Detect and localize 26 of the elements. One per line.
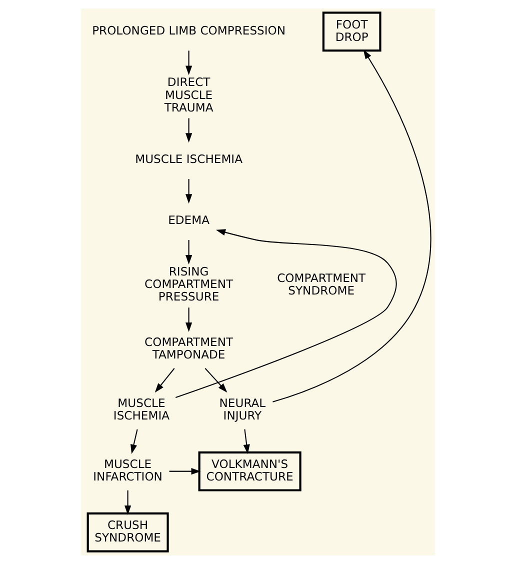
arrow [176,229,397,398]
arrow [186,308,192,332]
arrow [130,429,138,454]
arrow [186,50,192,76]
arrow [186,118,192,143]
node-text: MUSCLE ISCHEMIA [113,396,170,423]
arrow [243,429,250,454]
node-text: PROLONGED LIMB COMPRESSION [92,24,286,38]
arrow [186,240,192,264]
arrow [204,368,228,393]
arrow [124,490,132,515]
node-text: MUSCLE ISCHEMIA [135,152,243,166]
arrow [169,468,201,475]
node-text: DIRECT MUSCLE TRAUMA [164,75,214,114]
label: COMPARTMENT SYNDROME [277,270,366,298]
arrow [154,368,175,393]
node-box: VOLKMANN'S CONTRACTURE [198,451,302,492]
node-box: CRUSH SYNDROME [86,512,169,552]
node-text: COMPARTMENT TAMPONADE [144,334,234,362]
arrow [186,179,192,204]
node-text: RISING COMPARTMENT PRESSURE [144,264,234,304]
node-box: FOOT DROP [322,12,382,52]
node-text: EDEMA [168,212,210,227]
arrow [272,49,432,402]
node-text: NEURAL INJURY [219,396,266,423]
node-text: MUSCLE INFARCTION [93,456,162,484]
